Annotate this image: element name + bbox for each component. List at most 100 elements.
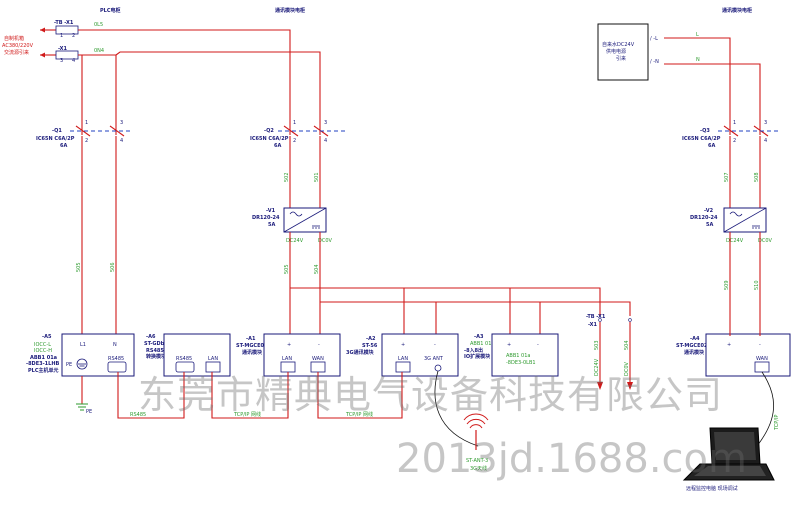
svg-text:2: 2: [733, 138, 736, 144]
svg-text:6A: 6A: [274, 143, 281, 149]
svg-text:供电电源: 供电电源: [606, 48, 626, 55]
svg-text:2: 2: [293, 138, 296, 144]
plc-cabinet-title: PLC电柜: [100, 7, 121, 14]
terminal-l-tag: -TB -X1: [54, 20, 74, 26]
svg-text:4: 4: [120, 138, 123, 144]
svg-text:通讯模块: 通讯模块: [684, 349, 705, 356]
db9-port-icon: [107, 361, 127, 373]
svg-text:转换模块: 转换模块: [146, 353, 167, 360]
svg-text:ABB1 01a: ABB1 01a: [470, 341, 494, 347]
svg-text:/ -L: / -L: [650, 36, 658, 42]
svg-text:DC24V: DC24V: [286, 238, 304, 244]
svg-text:/ -N: / -N: [650, 59, 659, 65]
laptop-label: 远程监控电脑 现场调试: [686, 485, 738, 492]
svg-text:1: 1: [85, 120, 88, 126]
svg-text:L1: L1: [80, 342, 86, 348]
rj45-port-icon: [395, 361, 411, 373]
svg-text:-A6: -A6: [146, 334, 156, 340]
antenna-label: ST-ANT-3: [466, 458, 488, 464]
svg-text:3: 3: [120, 120, 123, 126]
wire-label: 506: [110, 262, 116, 272]
svg-text:3G ANT: 3G ANT: [424, 356, 444, 362]
svg-text:-8DE3-0LB1: -8DE3-0LB1: [506, 360, 536, 366]
svg-text:-A5: -A5: [42, 334, 52, 340]
svg-text:ST-MGCE02: ST-MGCE02: [676, 343, 708, 349]
svg-text:WAN: WAN: [756, 356, 768, 362]
remote-dc-source: 自来水DC24V 供电电源 引来 / -L / -N L N: [597, 23, 700, 81]
svg-text:2: 2: [72, 33, 75, 39]
input-label-1: 自制机箱: [4, 35, 24, 42]
rj45-port-icon: [205, 361, 221, 373]
arrow-icon: [40, 52, 45, 58]
watermark-company: 东莞市精典电气设备科技有限公司: [138, 373, 723, 417]
svg-text:+: +: [507, 342, 511, 348]
svg-text:IOCC-L: IOCC-L: [34, 342, 51, 348]
svg-text:LAN: LAN: [282, 356, 292, 362]
mains-input: 自制机箱 AC380/220V 交流源引来 -TB -X1 -X1 0L5 0N…: [2, 20, 104, 64]
wire-l-label: 0L5: [94, 22, 103, 28]
svg-text:自来水DC24V: 自来水DC24V: [602, 41, 635, 48]
svg-text:1: 1: [733, 120, 736, 126]
svg-text:+: +: [401, 342, 405, 348]
dc-output-terminals: -TB -X1 -X1 503 504 DC24V DC0V: [586, 314, 633, 390]
wire-n-label: 0N4: [94, 48, 104, 54]
svg-text:DC24V: DC24V: [594, 358, 600, 376]
svg-text:1: 1: [293, 120, 296, 126]
svg-text:RS485: RS485: [146, 348, 164, 354]
svg-text:-: -: [759, 342, 761, 348]
svg-text:DC0V: DC0V: [624, 361, 630, 376]
svg-text:504: 504: [624, 340, 630, 350]
svg-text:PE: PE: [86, 409, 92, 415]
svg-text:ABB1 01a: ABB1 01a: [506, 353, 530, 359]
ac-wave-icon: [289, 211, 303, 217]
arrow-icon: [40, 27, 45, 33]
laptop-icon: [682, 427, 775, 481]
module-a3-io: -A3 ABB1 01a -8入8出 IO扩展模块 + - ABB1 01a -…: [464, 333, 559, 377]
input-label-3: 交流源引来: [4, 49, 29, 56]
svg-text:3G通讯模块: 3G通讯模块: [346, 349, 375, 356]
svg-text:-Q1: -Q1: [52, 128, 62, 134]
svg-text:RS485: RS485: [108, 356, 124, 362]
comm-cabinet-title: 通讯模块电柜: [275, 7, 305, 14]
svg-text:LAN: LAN: [208, 356, 218, 362]
svg-text:ST-MGCE02: ST-MGCE02: [236, 343, 268, 349]
svg-text:DC0V: DC0V: [758, 238, 773, 244]
svg-text:-: -: [318, 342, 320, 348]
svg-text:-A2: -A2: [366, 336, 376, 342]
svg-text:ST-56: ST-56: [362, 343, 378, 349]
svg-text:DR120-24: DR120-24: [690, 215, 718, 221]
svg-text:4: 4: [764, 138, 767, 144]
svg-text:RS485: RS485: [130, 412, 146, 418]
svg-text:IC65N C6A/2P: IC65N C6A/2P: [36, 136, 75, 142]
wire-label: 505: [76, 262, 82, 272]
input-label-2: AC380/220V: [2, 43, 34, 49]
arrow-down-icon: [627, 382, 633, 390]
svg-text:-Q3: -Q3: [700, 128, 710, 134]
svg-text:503: 503: [594, 340, 600, 350]
ground-icon: [76, 358, 88, 370]
svg-text:N: N: [696, 57, 700, 63]
terminal-n-tag: -X1: [58, 46, 68, 52]
svg-text:2: 2: [85, 138, 88, 144]
svg-text:IOCC-H: IOCC-H: [34, 348, 52, 354]
svg-text:PE: PE: [66, 362, 72, 368]
svg-text:-V1: -V1: [266, 208, 276, 214]
svg-text:L: L: [696, 32, 699, 38]
svg-text:-X1: -X1: [588, 322, 598, 328]
db9-port-icon: [175, 361, 195, 373]
svg-text:TCP/IP: TCP/IP: [774, 415, 780, 431]
svg-text:引来: 引来: [616, 55, 626, 62]
svg-text:TCP/IP 网线: TCP/IP 网线: [233, 411, 261, 418]
svg-text:IC65N C6A/2P: IC65N C6A/2P: [250, 136, 289, 142]
svg-text:LAN: LAN: [398, 356, 408, 362]
svg-text:-Q2: -Q2: [264, 128, 274, 134]
svg-text:6A: 6A: [708, 143, 715, 149]
comm-cabinet-title-2: 通讯模块电柜: [722, 7, 752, 14]
svg-text:5A: 5A: [268, 222, 275, 228]
svg-text:5A: 5A: [706, 222, 713, 228]
svg-text:TCP/IP 网线: TCP/IP 网线: [345, 411, 373, 418]
wire-label: 504: [314, 264, 320, 274]
